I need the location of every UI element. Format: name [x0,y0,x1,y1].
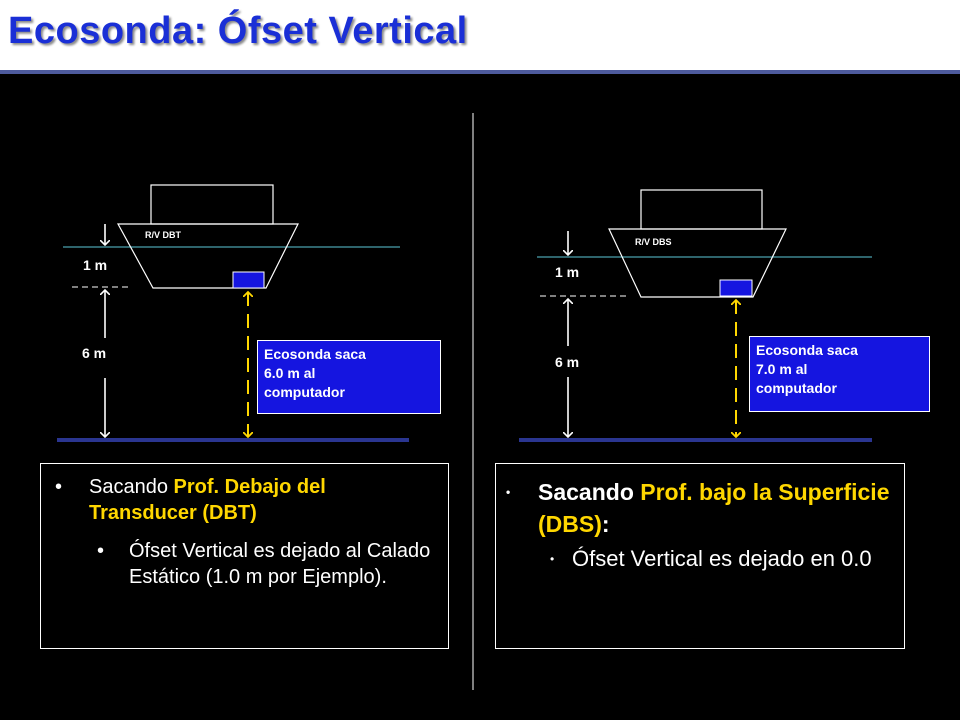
right-draft-label: 1 m [555,264,579,280]
left-vessel-label: R/V DBT [145,230,182,240]
left-diagram: R/V DBT 1 m 6 m [57,184,409,442]
title-bar [0,0,960,70]
right-depth-label: 6 m [555,354,579,370]
left-draft-label: 1 m [83,257,107,273]
left-bullet-1-dot: • [55,476,63,498]
left-callout-line-3: computador [264,384,345,400]
right-callout-line-3: computador [756,380,837,396]
page-title: Ecosonda: Ófset Vertical [8,10,468,52]
right-bullet-2: • Ófset Vertical es dejado en 0.0 [506,544,890,574]
right-callout-line-2: 7.0 m al [756,361,808,377]
right-callout-line-1: Ecosonda saca [756,342,858,358]
right-bullet-2-text: Ófset Vertical es dejado en 0.0 [572,546,872,571]
left-vessel-hull [116,223,299,289]
right-callout: Ecosonda saca 7.0 m al computador [749,336,930,412]
right-vessel-label: R/V DBS [635,237,672,247]
left-bullet-2-dot: • [97,540,105,562]
right-bullet-2-dot: • [550,552,555,566]
left-transducer [232,271,265,289]
left-bullet-1-highlight: Prof. Debajo del Transducer (DBT) [89,476,326,524]
left-callout-line-2: 6.0 m al [264,365,316,381]
right-bullet-1-prefix: Sacando [538,479,641,505]
right-vessel-cabin [640,189,763,230]
left-vessel-cabin [150,184,274,225]
right-bullet-1-highlight: Prof. bajo la Superficie (DBS) [538,479,890,537]
right-vessel-hull [608,228,787,298]
left-bullet-2: • Ófset Vertical es dejado al Calado Est… [55,538,434,590]
right-bullet-1-dot: • [506,485,511,499]
right-bullet-1-suffix: : [601,511,610,537]
right-textbox: • Sacando Prof. bajo la Superficie (DBS)… [495,463,905,649]
left-callout-line-1: Ecosonda saca [264,346,366,362]
right-bullet-1: • Sacando Prof. bajo la Superficie (DBS)… [506,476,890,540]
title-underline [0,70,960,74]
right-diagram: R/V DBS 1 m 6 m [519,189,872,442]
right-transducer [719,279,753,297]
left-depth-label: 6 m [82,345,106,361]
left-bullet-1-text: Sacando Prof. Debajo del Transducer (DBT… [89,474,434,526]
left-bullet-1-prefix: Sacando [89,476,174,498]
left-bullet-2-text: Ófset Vertical es dejado al Calado Estát… [129,540,431,588]
left-bullet-1: • Sacando Prof. Debajo del Transducer (D… [55,474,434,526]
right-bullet-1-text: Sacando Prof. bajo la Superficie (DBS): [538,476,890,540]
left-textbox: • Sacando Prof. Debajo del Transducer (D… [40,463,449,649]
left-callout: Ecosonda saca 6.0 m al computador [257,340,441,414]
